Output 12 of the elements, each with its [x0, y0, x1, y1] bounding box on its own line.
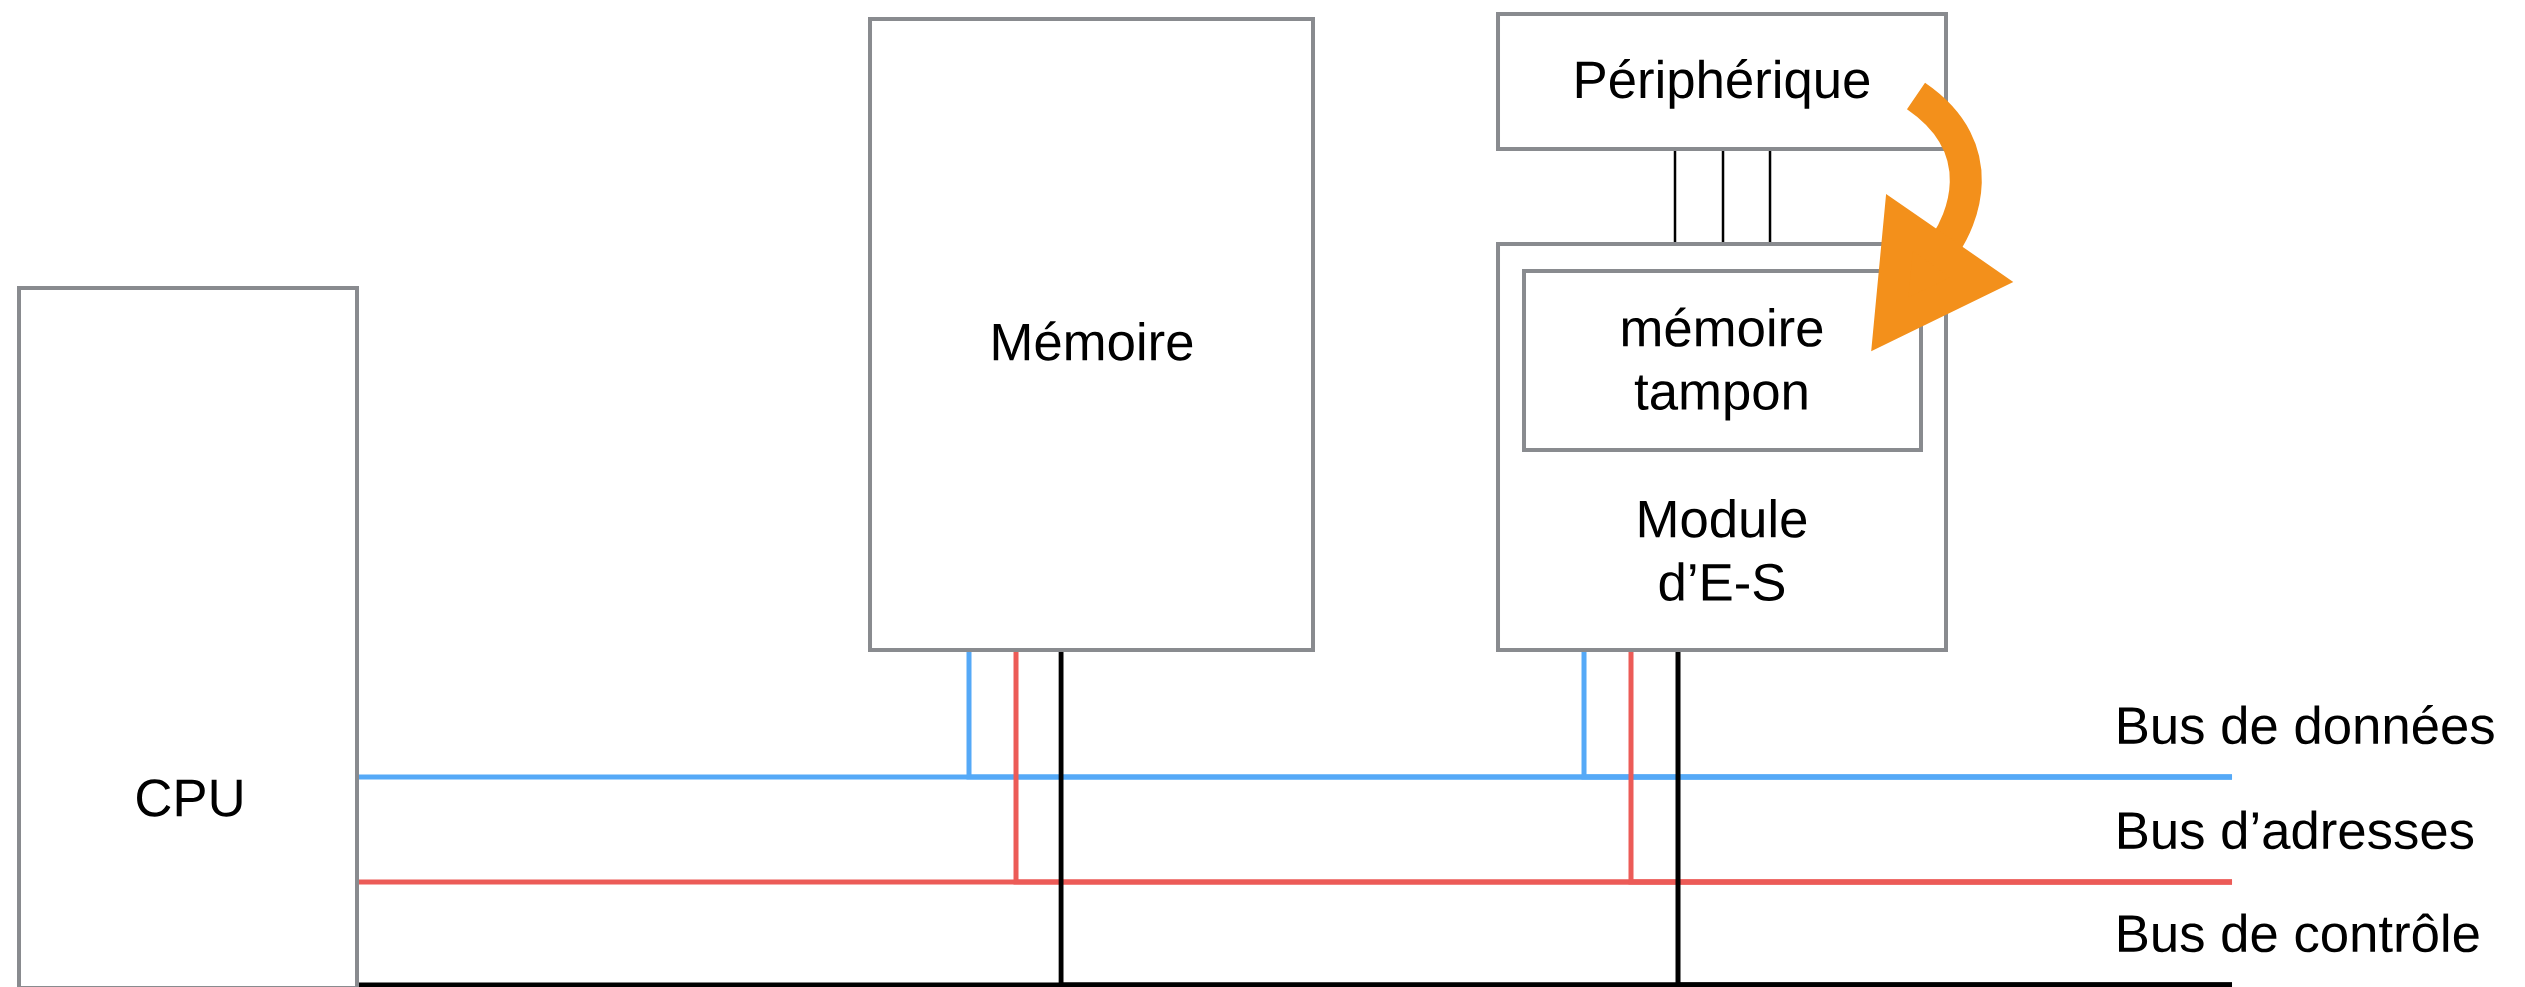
bus-label: Bus de données [2119, 704, 2494, 745]
bus-connector [1581, 652, 2232, 780]
cpu-box: CPU [17, 286, 359, 987]
bus-label: Bus de contrôle [2119, 913, 2479, 953]
connector-line [1673, 151, 1677, 242]
buffer-box: mémoire tampon [1522, 269, 1923, 452]
bus-connector [1628, 652, 2232, 885]
connector-line [1721, 151, 1725, 242]
bus-label: Bus d’adresses [2119, 810, 2474, 850]
peripheral-box: Périphérique [1496, 12, 1948, 151]
memory-box: Mémoire [868, 17, 1315, 652]
connector-line [1768, 151, 1772, 242]
